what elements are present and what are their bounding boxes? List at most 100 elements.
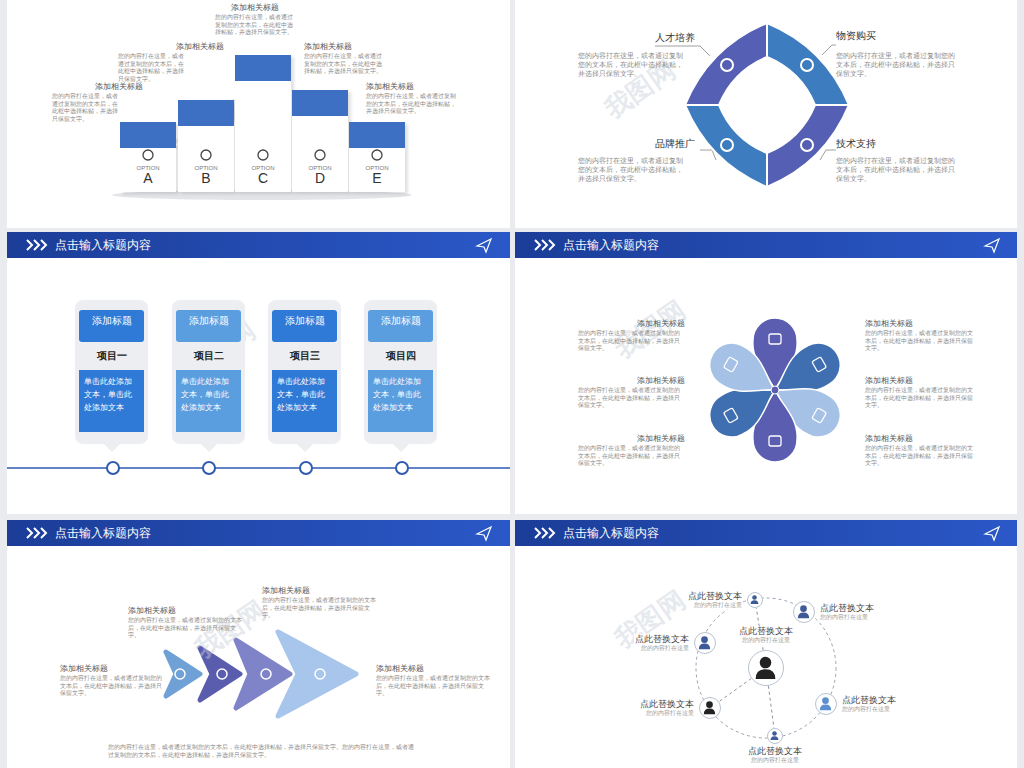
pinwheel-band bbox=[685, 105, 767, 187]
person-heading: 点此替换文本 bbox=[738, 626, 794, 637]
section-heading: 品牌推广 bbox=[655, 138, 715, 151]
body-text: 您的内容打在这里，或者通过复制您的文本后，在此框中选择粘贴，并选择只保留文字。 bbox=[578, 52, 683, 78]
body-text: 您的内容打在这里，或者通过复制您的文本后，在此框中选择粘贴，并选择只保留文字。 bbox=[578, 387, 685, 410]
person-circle: 点此替换文本您的内容打在这里 bbox=[699, 697, 721, 719]
petal-icon bbox=[724, 357, 739, 372]
chevron-arrow bbox=[278, 632, 356, 716]
header-chevron bbox=[542, 240, 547, 250]
petal-icon bbox=[769, 436, 781, 446]
option-bar: OPTIONE bbox=[349, 122, 405, 192]
person-circle: 点此替换文本您的内容打在这里 bbox=[767, 728, 783, 744]
card-pointer bbox=[104, 444, 120, 452]
person-icon bbox=[700, 698, 719, 717]
body-text: 您的内容打在这里，或者通过复制您的文本后，在此框中选择粘贴，并选择只保留文字。 bbox=[376, 675, 491, 698]
person-circle: 点此替换文本您的内容打在这里 bbox=[748, 650, 784, 686]
slide-title: 点击输入标题内容 bbox=[55, 238, 255, 253]
header-chevron bbox=[549, 240, 554, 250]
body-text: 您的内容打在这里，或者通过复制您的文本后，在此框中选择粘贴，并选择只保留文字。您… bbox=[108, 744, 418, 759]
person-circle: 点此替换文本您的内容打在这里 bbox=[815, 693, 837, 715]
card-title: 项目一 bbox=[79, 349, 144, 363]
flower bbox=[702, 318, 849, 462]
body-text: 您的内容打在这里，或者通过复制您的文本后，在此框中选择粘贴，并选择只保留文字。 bbox=[52, 93, 118, 123]
body-text: 您的内容打在这里，或者通过复制您的文本后，在此框中选择粘贴，并选择只保留文字。 bbox=[262, 597, 377, 620]
section-heading: 添加相关标题 bbox=[865, 319, 975, 329]
body-text: 您的内容打在这里，或者通过复制您的文本后，在此框中选择粘贴，并选择只保留文字。 bbox=[578, 445, 685, 468]
bar-icon bbox=[313, 148, 327, 162]
card-pointer bbox=[201, 444, 217, 452]
slide-title: 点击输入标题内容 bbox=[55, 526, 255, 541]
person-heading: 点此替换文本 bbox=[639, 699, 695, 710]
petal-icon bbox=[769, 334, 781, 344]
section-heading: 添加相关标题 bbox=[578, 319, 685, 329]
section-heading: 添加相关标题 bbox=[60, 664, 160, 674]
body-text: 您的内容打在这里，或者通过复制您的文本后，在此框中选择粘贴，并选择只保留文字。 bbox=[578, 330, 685, 353]
network-ring bbox=[696, 598, 836, 738]
person-icon bbox=[748, 593, 761, 606]
slide-panel bbox=[7, 0, 510, 228]
header-chevron bbox=[549, 528, 554, 538]
person-icon bbox=[768, 729, 781, 742]
person-label: 点此替换文本您的内容打在这里 bbox=[687, 591, 743, 610]
slide-title: 点击输入标题内容 bbox=[563, 238, 763, 253]
option-letter: C bbox=[258, 171, 268, 186]
person-note: 您的内容打在这里 bbox=[738, 637, 794, 645]
option-letter: A bbox=[143, 171, 152, 186]
body-text: 您的内容打在这里，或者通过复制您的文本后，在此框中选择粘贴，并选择只保留文字。 bbox=[578, 157, 683, 183]
petal-icon bbox=[724, 408, 739, 423]
plane-icon bbox=[477, 239, 491, 252]
section-heading: 添加相关标题 bbox=[262, 586, 382, 596]
bar-icon bbox=[370, 148, 384, 162]
pinwheel bbox=[685, 23, 849, 187]
chevron-arrow bbox=[166, 652, 200, 696]
plane-icon bbox=[985, 239, 999, 252]
header-chevron bbox=[34, 240, 39, 250]
card-header: 添加标题 bbox=[176, 310, 241, 342]
card-title: 项目四 bbox=[368, 349, 433, 363]
header-chevron bbox=[535, 240, 540, 250]
slide-panel bbox=[515, 0, 1017, 228]
petal-icon bbox=[812, 357, 827, 372]
person-heading: 点此替换文本 bbox=[819, 603, 875, 614]
person-heading: 点此替换文本 bbox=[634, 634, 690, 645]
header-chevron bbox=[41, 240, 46, 250]
section-heading: 添加相关标题 bbox=[376, 664, 486, 674]
body-text: 您的内容打在这里，或者通过复制您的文本后，在此框中选择粘贴，并选择只保留文字。 bbox=[366, 93, 456, 116]
option-bar: OPTIOND bbox=[292, 90, 348, 192]
card-pointer bbox=[393, 444, 409, 452]
timeline-dot bbox=[396, 462, 408, 474]
section-heading: 添加相关标题 bbox=[578, 434, 685, 444]
body-text: 您的内容打在这里，或者通过复制您的文本后，在此框中选择粘贴，并选择只保留文字。 bbox=[836, 157, 956, 183]
band-icon bbox=[801, 139, 813, 151]
section-heading: 技术支持 bbox=[836, 138, 896, 151]
person-icon bbox=[695, 633, 714, 652]
person-icon bbox=[794, 602, 813, 621]
petal-icon bbox=[812, 408, 827, 423]
timeline-dot bbox=[107, 462, 119, 474]
person-circle: 点此替换文本您的内容打在这里 bbox=[694, 632, 716, 654]
chevron-arrow bbox=[236, 640, 290, 708]
option-bar: OPTIONC bbox=[235, 55, 291, 192]
plane-icon bbox=[985, 527, 999, 540]
card-body: 单击此处添加文本，单击此处添加文本 bbox=[176, 370, 241, 432]
person-note: 您的内容打在这里 bbox=[819, 614, 875, 622]
person-note: 您的内容打在这里 bbox=[634, 645, 690, 653]
card-title: 项目三 bbox=[272, 349, 337, 363]
section-heading: 添加相关标题 bbox=[578, 376, 685, 386]
arrow-icon bbox=[315, 669, 325, 679]
timeline bbox=[7, 467, 510, 469]
person-label: 点此替换文本您的内容打在这里 bbox=[639, 699, 695, 718]
person-label: 点此替换文本您的内容打在这里 bbox=[738, 626, 794, 645]
option-letter: B bbox=[201, 171, 210, 186]
slide-title: 点击输入标题内容 bbox=[563, 526, 763, 541]
band-icon bbox=[801, 59, 813, 71]
bar-icon bbox=[256, 148, 270, 162]
arrow-icon bbox=[175, 669, 185, 679]
person-label: 点此替换文本您的内容打在这里 bbox=[747, 746, 803, 765]
person-note: 您的内容打在这里 bbox=[841, 706, 897, 714]
body-text: 您的内容打在这里，或者通过复制您的文本后，在此框中选择粘贴，并选择只保留文字。 bbox=[118, 53, 184, 83]
body-text: 您的内容打在这里，或者通过复制您的文本后，在此框中选择粘贴，并选择只保留文字。 bbox=[836, 52, 956, 78]
arrow-icon bbox=[217, 669, 227, 679]
header-chevron bbox=[27, 528, 32, 538]
pinwheel-band bbox=[685, 23, 767, 105]
card-body: 单击此处添加文本，单击此处添加文本 bbox=[272, 370, 337, 432]
